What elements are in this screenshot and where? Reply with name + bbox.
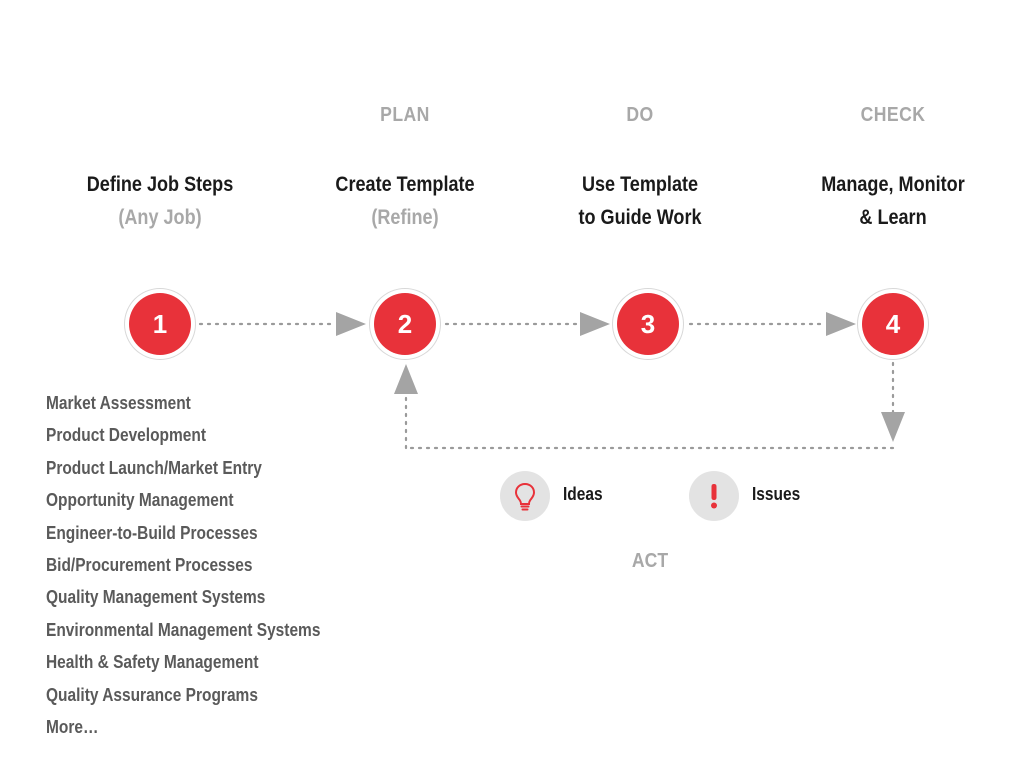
list-item: Quality Assurance Programs [46,684,258,705]
list-item: Market Assessment [46,393,191,413]
step-4-number: 4 [862,293,924,355]
ideas-label: Ideas [563,484,603,504]
lightbulb-icon [514,482,536,511]
phase-do: DO [626,104,654,126]
list-item: Opportunity Management [46,490,234,511]
job-examples-list: Market Assessment Product Development Pr… [46,390,406,746]
step-1-node: 1 [124,288,196,360]
list-item: Product Development [46,425,206,446]
step-1-title: Define Job Steps [86,173,234,196]
step-2-number: 2 [374,293,436,355]
step-3-title-line2: to Guide Work [578,206,702,229]
arrow-head-down [881,412,905,442]
list-item: Health & Safety Management [46,652,259,673]
arrow-head-up [394,364,418,394]
step-2-heading: Create Template (Refine) [302,168,508,234]
step-4-title-line2: & Learn [859,206,927,229]
step-1-heading: Define Job Steps (Any Job) [57,168,263,234]
step-3-node: 3 [612,288,684,360]
step-2-node: 2 [369,288,441,360]
ideas-badge [500,471,550,521]
arrow-head-to-2 [336,312,366,336]
exclamation-icon [711,484,717,509]
phase-act: ACT [631,550,669,572]
step-4-node: 4 [857,288,929,360]
step-1-number: 1 [129,293,191,355]
step-3-heading: Use Template to Guide Work [537,168,743,234]
step-3-title: Use Template [581,173,699,196]
arrow-head-to-3 [580,312,610,336]
list-item: Engineer-to-Build Processes [46,522,258,543]
list-item: Product Launch/Market Entry [46,457,262,478]
list-item: Quality Management Systems [46,587,266,608]
step-4-heading: Manage, Monitor & Learn [790,168,996,234]
list-item: More… [46,716,99,737]
phase-plan: PLAN [380,104,430,126]
step-1-subtitle: (Any Job) [118,206,202,229]
list-item: Environmental Management Systems [46,619,321,640]
issues-label: Issues [752,484,801,504]
list-item: Bid/Procurement Processes [46,554,253,575]
phase-check: CHECK [860,104,926,126]
step-3-number: 3 [617,293,679,355]
step-2-subtitle: (Refine) [371,206,439,229]
step-4-title: Manage, Monitor [821,173,965,196]
step-2-title: Create Template [335,173,475,196]
issues-badge [689,471,739,521]
arrow-head-to-4 [826,312,856,336]
